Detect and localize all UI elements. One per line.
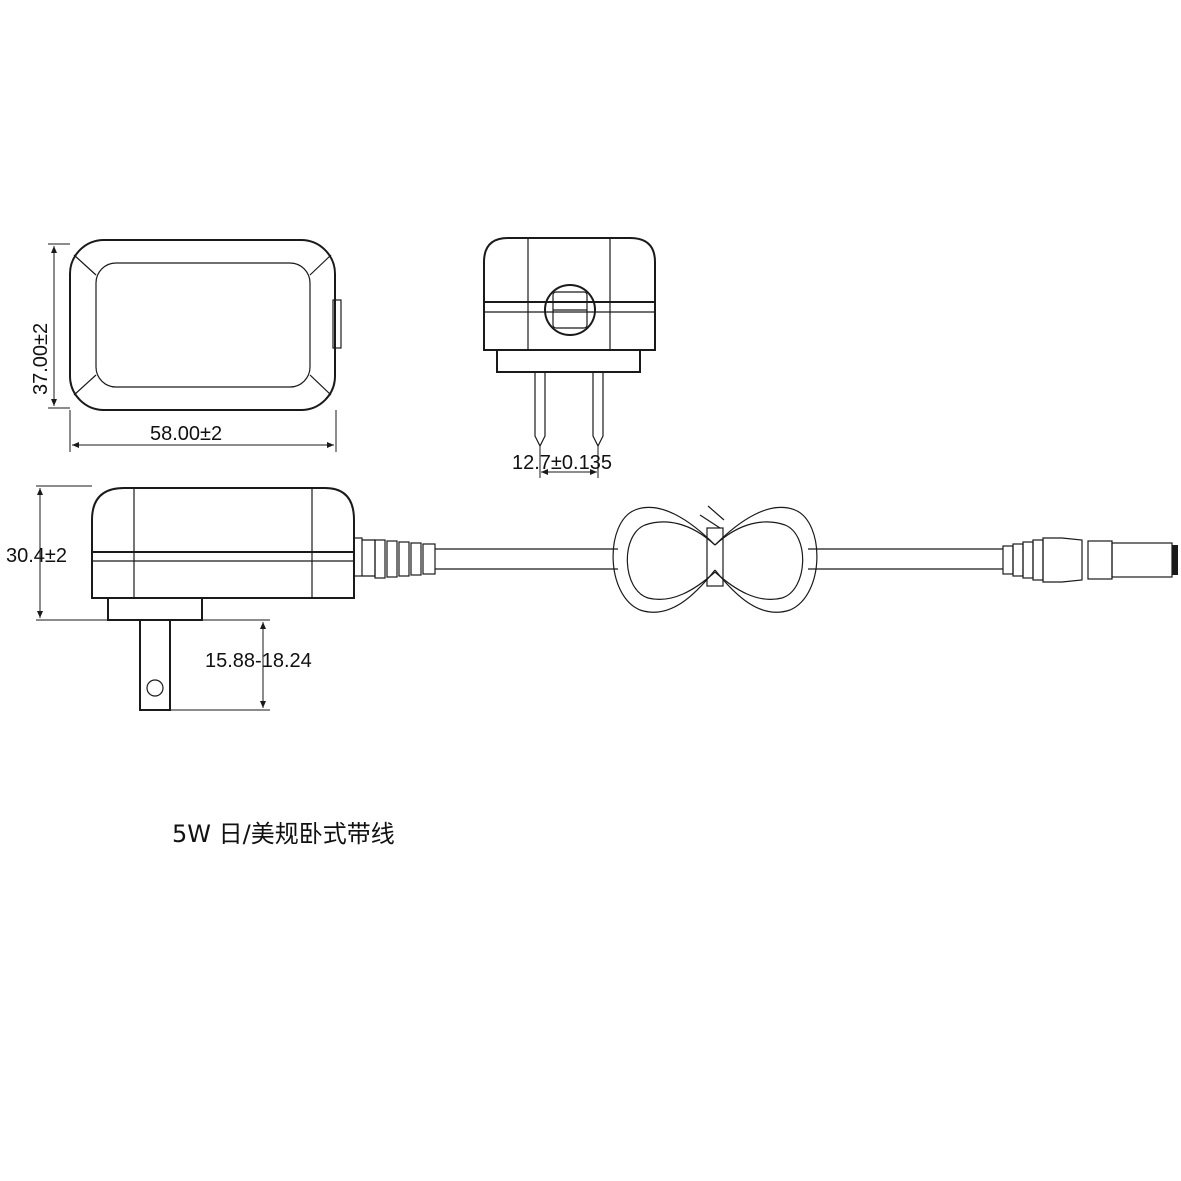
pin-spacing-label: 12.7±0.135 [512,452,612,474]
side-view: 30.4±2 15.88-18.24 [6,485,1178,711]
side-height-label: 30.4±2 [6,545,67,567]
caption: 5W 日/美规卧式带线 [172,820,395,848]
pin-length-label: 15.88-18.24 [205,650,312,672]
top-height-label: 37.00±2 [30,323,52,395]
top-width-label: 58.00±2 [150,423,222,445]
top-view: 37.00±2 58.00±2 [30,239,342,452]
front-view: 12.7±0.135 [483,237,656,478]
